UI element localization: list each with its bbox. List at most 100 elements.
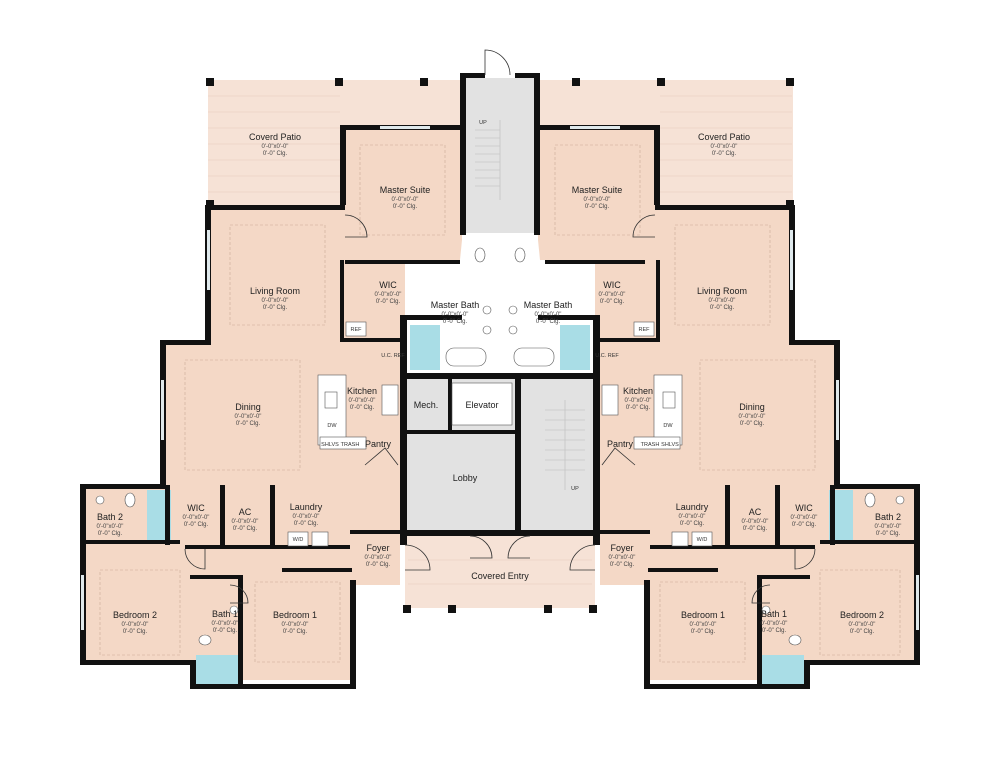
- svg-text:Kitchen: Kitchen: [347, 386, 377, 396]
- bedroom1-right-door[interactable]: [751, 584, 771, 604]
- svg-text:0'-0"x0'-0": 0'-0"x0'-0": [365, 555, 392, 561]
- master-right-door[interactable]: [632, 214, 656, 238]
- svg-text:Bedroom 1: Bedroom 1: [681, 610, 725, 620]
- svg-text:0'-0" Clg.: 0'-0" Clg.: [263, 305, 288, 311]
- svg-text:0'-0" Clg.: 0'-0" Clg.: [743, 526, 768, 532]
- svg-text:Foyer: Foyer: [610, 543, 633, 553]
- svg-text:Master Suite: Master Suite: [572, 185, 623, 195]
- svg-text:0'-0" Clg.: 0'-0" Clg.: [283, 629, 308, 635]
- lobby-door-right[interactable]: [507, 535, 531, 559]
- stair-exit-door[interactable]: [484, 49, 511, 76]
- svg-text:0'-0"x0'-0": 0'-0"x0'-0": [791, 515, 818, 521]
- dw-left-label: DW: [327, 423, 337, 429]
- shower-mbath-right: [560, 325, 590, 370]
- label-wic-right: WIC 0'-0"x0'-0" 0'-0" Clg.: [599, 280, 626, 305]
- sink-bath1-left: [229, 605, 239, 615]
- fixtures: [95, 247, 905, 646]
- elevator-car: [451, 382, 513, 426]
- svg-text:0'-0" Clg.: 0'-0" Clg.: [712, 151, 737, 157]
- stair-treads: [475, 120, 585, 490]
- svg-text:0'-0"x0'-0": 0'-0"x0'-0": [690, 622, 717, 628]
- svg-text:0'-0"x0'-0": 0'-0"x0'-0": [235, 414, 262, 420]
- svg-text:0'-0"x0'-0": 0'-0"x0'-0": [349, 398, 376, 404]
- svg-text:0'-0"x0'-0": 0'-0"x0'-0": [212, 621, 239, 627]
- svg-text:0'-0"x0'-0": 0'-0"x0'-0": [761, 621, 788, 627]
- svg-text:Bath 1: Bath 1: [212, 609, 238, 619]
- label-bath1-right: Bath 1 0'-0"x0'-0" 0'-0" Clg.: [761, 609, 788, 634]
- label-bath2-right: Bath 2 0'-0"x0'-0" 0'-0" Clg.: [875, 512, 902, 537]
- trash-right-label: TRASH: [641, 442, 660, 448]
- label-wic2-left: WIC 0'-0"x0'-0" 0'-0" Clg.: [183, 503, 210, 528]
- svg-text:0'-0" Clg.: 0'-0" Clg.: [850, 629, 875, 635]
- bedroom1-left-door[interactable]: [229, 584, 249, 604]
- lobby-door-left[interactable]: [469, 535, 493, 559]
- svg-text:AC: AC: [749, 507, 762, 517]
- sink-mbath-right-2: [508, 325, 518, 335]
- label-foyer-right: Foyer 0'-0"x0'-0" 0'-0" Clg.: [609, 543, 636, 568]
- svg-text:Bath 1: Bath 1: [761, 609, 787, 619]
- svg-text:0'-0"x0'-0": 0'-0"x0'-0": [375, 292, 402, 298]
- bedroom2-left-door[interactable]: [184, 548, 206, 570]
- svg-text:Laundry: Laundry: [290, 502, 323, 512]
- label-dining-left: Dining 0'-0"x0'-0" 0'-0" Clg.: [235, 402, 262, 427]
- svg-text:Master Bath: Master Bath: [431, 300, 480, 310]
- label-ac-left: AC 0'-0"x0'-0" 0'-0" Clg.: [232, 507, 259, 532]
- svg-text:0'-0" Clg.: 0'-0" Clg.: [98, 531, 123, 537]
- toilet-mbath-right: [514, 247, 526, 263]
- svg-text:0'-0" Clg.: 0'-0" Clg.: [680, 521, 705, 527]
- svg-text:0'-0" Clg.: 0'-0" Clg.: [123, 629, 148, 635]
- svg-text:0'-0"x0'-0": 0'-0"x0'-0": [442, 312, 469, 318]
- foyer-right-door[interactable]: [569, 544, 596, 571]
- svg-text:Bedroom 2: Bedroom 2: [840, 610, 884, 620]
- trash-left-label: TRASH: [341, 442, 360, 448]
- svg-text:0'-0" Clg.: 0'-0" Clg.: [762, 628, 787, 634]
- svg-text:AC: AC: [239, 507, 252, 517]
- svg-text:0'-0"x0'-0": 0'-0"x0'-0": [709, 298, 736, 304]
- svg-text:Bath 2: Bath 2: [97, 512, 123, 522]
- label-bath1-left: Bath 1 0'-0"x0'-0" 0'-0" Clg.: [212, 609, 239, 634]
- svg-text:0'-0" Clg.: 0'-0" Clg.: [610, 562, 635, 568]
- svg-text:Living Room: Living Room: [250, 286, 300, 296]
- svg-text:0'-0"x0'-0": 0'-0"x0'-0": [849, 622, 876, 628]
- master-left-door[interactable]: [344, 214, 368, 238]
- svg-text:Living Room: Living Room: [697, 286, 747, 296]
- svg-text:0'-0"x0'-0": 0'-0"x0'-0": [599, 292, 626, 298]
- bathtub-left: [445, 347, 487, 367]
- label-living-right: Living Room 0'-0"x0'-0" 0'-0" Clg.: [697, 286, 747, 311]
- laundry-sink-right: [671, 531, 689, 547]
- label-bed1-left: Bedroom 1 0'-0"x0'-0" 0'-0" Clg.: [273, 610, 317, 635]
- shlvs-right-label: SHLVS: [661, 442, 679, 448]
- svg-text:0'-0" Clg.: 0'-0" Clg.: [233, 526, 258, 532]
- toilet-bath1-right: [788, 634, 802, 646]
- svg-text:0'-0" Clg.: 0'-0" Clg.: [876, 531, 901, 537]
- laundry-sink-left: [311, 531, 329, 547]
- label-foyer-left: Foyer 0'-0"x0'-0" 0'-0" Clg.: [365, 543, 392, 568]
- bedroom2-right-door[interactable]: [794, 548, 816, 570]
- svg-text:0'-0"x0'-0": 0'-0"x0'-0": [739, 414, 766, 420]
- label-covered-entry: Covered Entry: [471, 571, 529, 581]
- bathtub-right: [513, 347, 555, 367]
- sink-mbath-left-1: [482, 305, 492, 315]
- foyer-left-door[interactable]: [404, 544, 431, 571]
- svg-text:0'-0"x0'-0": 0'-0"x0'-0": [392, 197, 419, 203]
- ref-left-label: REF: [351, 327, 363, 333]
- stair-south-up-label: UP: [571, 486, 579, 492]
- svg-text:0'-0"x0'-0": 0'-0"x0'-0": [609, 555, 636, 561]
- label-mbath-right: Master Bath 0'-0"x0'-0" 0'-0" Clg.: [524, 300, 573, 325]
- svg-text:0'-0"x0'-0": 0'-0"x0'-0": [232, 519, 259, 525]
- label-bed2-right: Bedroom 2 0'-0"x0'-0" 0'-0" Clg.: [840, 610, 884, 635]
- svg-text:0'-0"x0'-0": 0'-0"x0'-0": [584, 197, 611, 203]
- pantry-right-door[interactable]: [601, 447, 636, 466]
- svg-text:0'-0" Clg.: 0'-0" Clg.: [294, 521, 319, 527]
- pantry-left-door[interactable]: [364, 447, 399, 466]
- svg-text:0'-0"x0'-0": 0'-0"x0'-0": [282, 622, 309, 628]
- label-master-left: Master Suite 0'-0"x0'-0" 0'-0" Clg.: [380, 185, 431, 210]
- kitchen-island-left: [317, 374, 347, 446]
- label-mech: Mech.: [414, 400, 439, 410]
- sink-bath1-right: [761, 605, 771, 615]
- windows: [81, 126, 919, 630]
- svg-text:0'-0"x0'-0": 0'-0"x0'-0": [742, 519, 769, 525]
- svg-text:Master Suite: Master Suite: [380, 185, 431, 195]
- svg-text:0'-0" Clg.: 0'-0" Clg.: [184, 522, 209, 528]
- range-left: [381, 384, 399, 416]
